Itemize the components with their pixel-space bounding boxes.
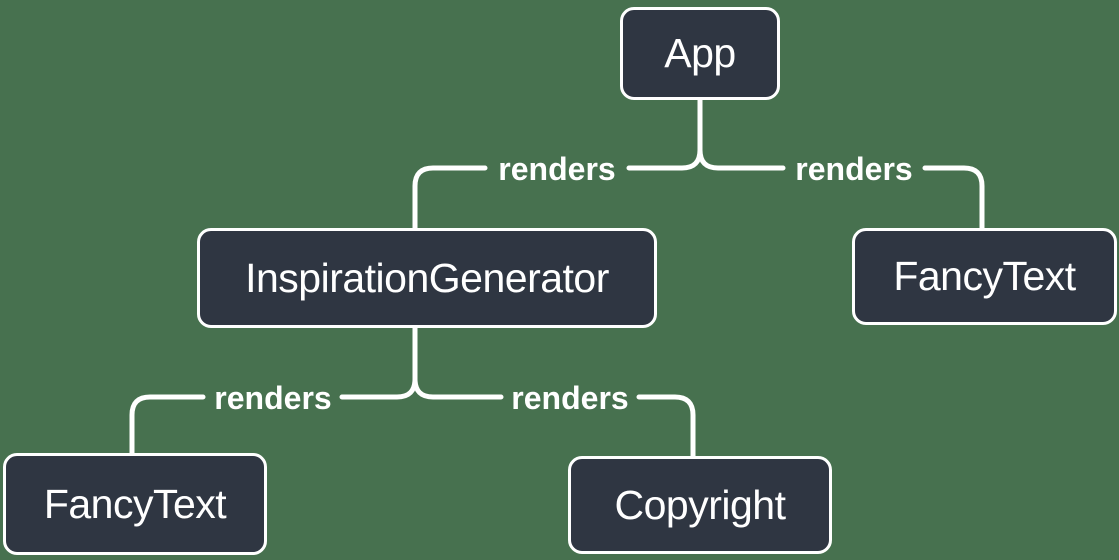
node-inspiration-generator: InspirationGenerator: [197, 228, 657, 328]
edge-inspirationgenerator-fancytext-left-segment: [129, 394, 206, 456]
node-app: App: [620, 7, 780, 100]
edge-inspirationgenerator-fancytext-right-segment: [339, 325, 418, 400]
node-fancy-text-top-label: FancyText: [893, 253, 1076, 299]
node-inspiration-generator-label: InspirationGenerator: [245, 254, 609, 301]
edge-app-inspirationgenerator-left-segment: [412, 165, 488, 231]
node-fancy-text-top: FancyText: [852, 228, 1117, 325]
node-fancy-text-bottom-label: FancyText: [43, 480, 227, 527]
edge-app-fancytext-right-segment: [922, 165, 985, 231]
node-fancy-text-bottom: FancyText: [3, 453, 267, 555]
node-copyright: Copyright: [568, 456, 832, 554]
edge-inspirationgenerator-copyright-left-segment: [412, 325, 504, 400]
node-app-label: App: [664, 30, 736, 76]
edge-app-fancytext-left-segment: [697, 97, 786, 171]
edge-inspirationgenerator-copyright-right-segment: [636, 394, 696, 459]
edge-label-inspirationgenerator-copyright: renders: [511, 380, 629, 416]
node-copyright-label: Copyright: [614, 481, 786, 528]
edge-label-app-inspirationgenerator: renders: [498, 151, 616, 187]
edge-app-inspirationgenerator-right-segment: [626, 97, 703, 171]
edge-label-inspirationgenerator-fancytext: renders: [214, 380, 332, 416]
edge-label-app-fancytext: renders: [795, 151, 913, 187]
